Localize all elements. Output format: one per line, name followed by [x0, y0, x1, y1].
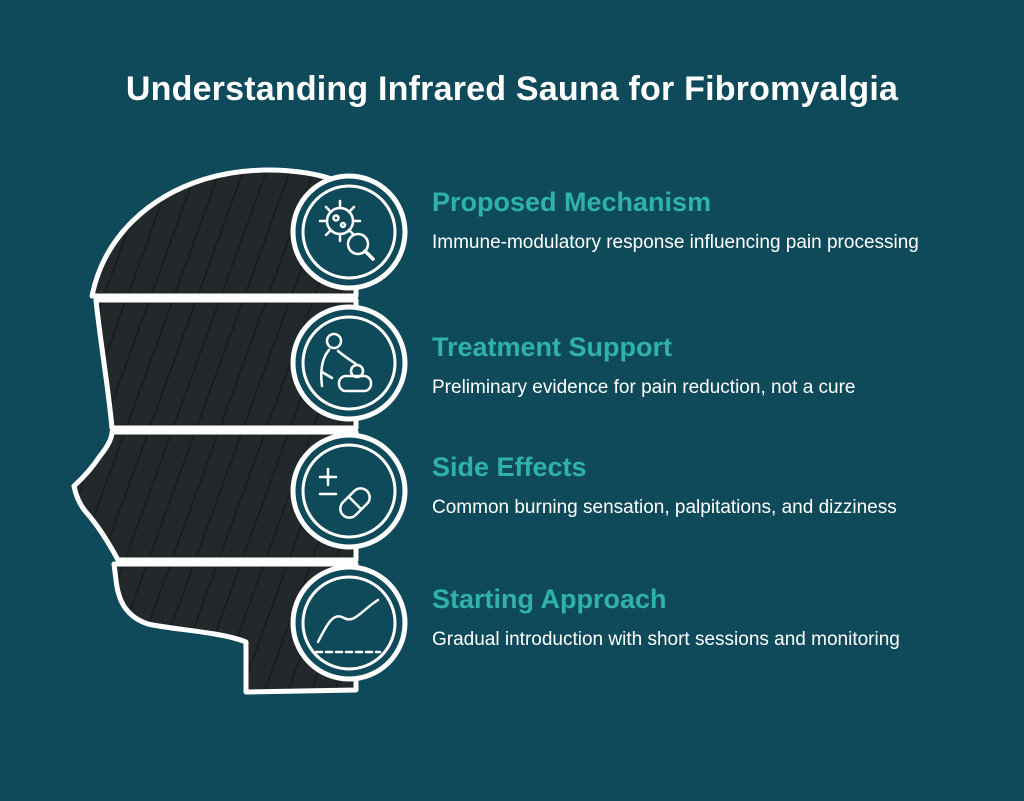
item-heading: Side Effects: [432, 452, 587, 482]
item-side-effects: Side Effects Common burning sensation, p…: [432, 451, 992, 520]
plus-minus-pill-icon: [318, 467, 371, 519]
item-heading: Treatment Support: [432, 332, 673, 362]
item-proposed-mechanism: Proposed Mechanism Immune-modulatory res…: [432, 186, 992, 255]
page-title: Understanding Infrared Sauna for Fibromy…: [125, 70, 899, 108]
item-body: Preliminary evidence for pain reduction,…: [432, 377, 856, 398]
virus-magnifier-icon: [318, 199, 375, 261]
item-starting-approach: Starting Approach Gradual introduction w…: [432, 583, 992, 652]
head-segment-3: [71, 429, 359, 563]
item-heading: Starting Approach: [432, 584, 667, 614]
item-heading: Proposed Mechanism: [432, 187, 712, 217]
caregiver-patient-icon: [320, 332, 373, 393]
head-segment-2: [93, 297, 359, 431]
item-body: Gradual introduction with short sessions…: [432, 629, 900, 650]
item-body: Immune-modulatory response influencing p…: [432, 232, 919, 253]
icon-circle-4: [290, 564, 408, 682]
item-body: Common burning sensation, palpitations, …: [432, 497, 897, 518]
icon-circle-2: [290, 304, 408, 422]
head-segment-4: [111, 561, 359, 695]
icon-circle-3: [290, 432, 408, 550]
item-treatment-support: Treatment Support Preliminary evidence f…: [432, 331, 992, 400]
rising-curve-icon: [314, 598, 382, 654]
